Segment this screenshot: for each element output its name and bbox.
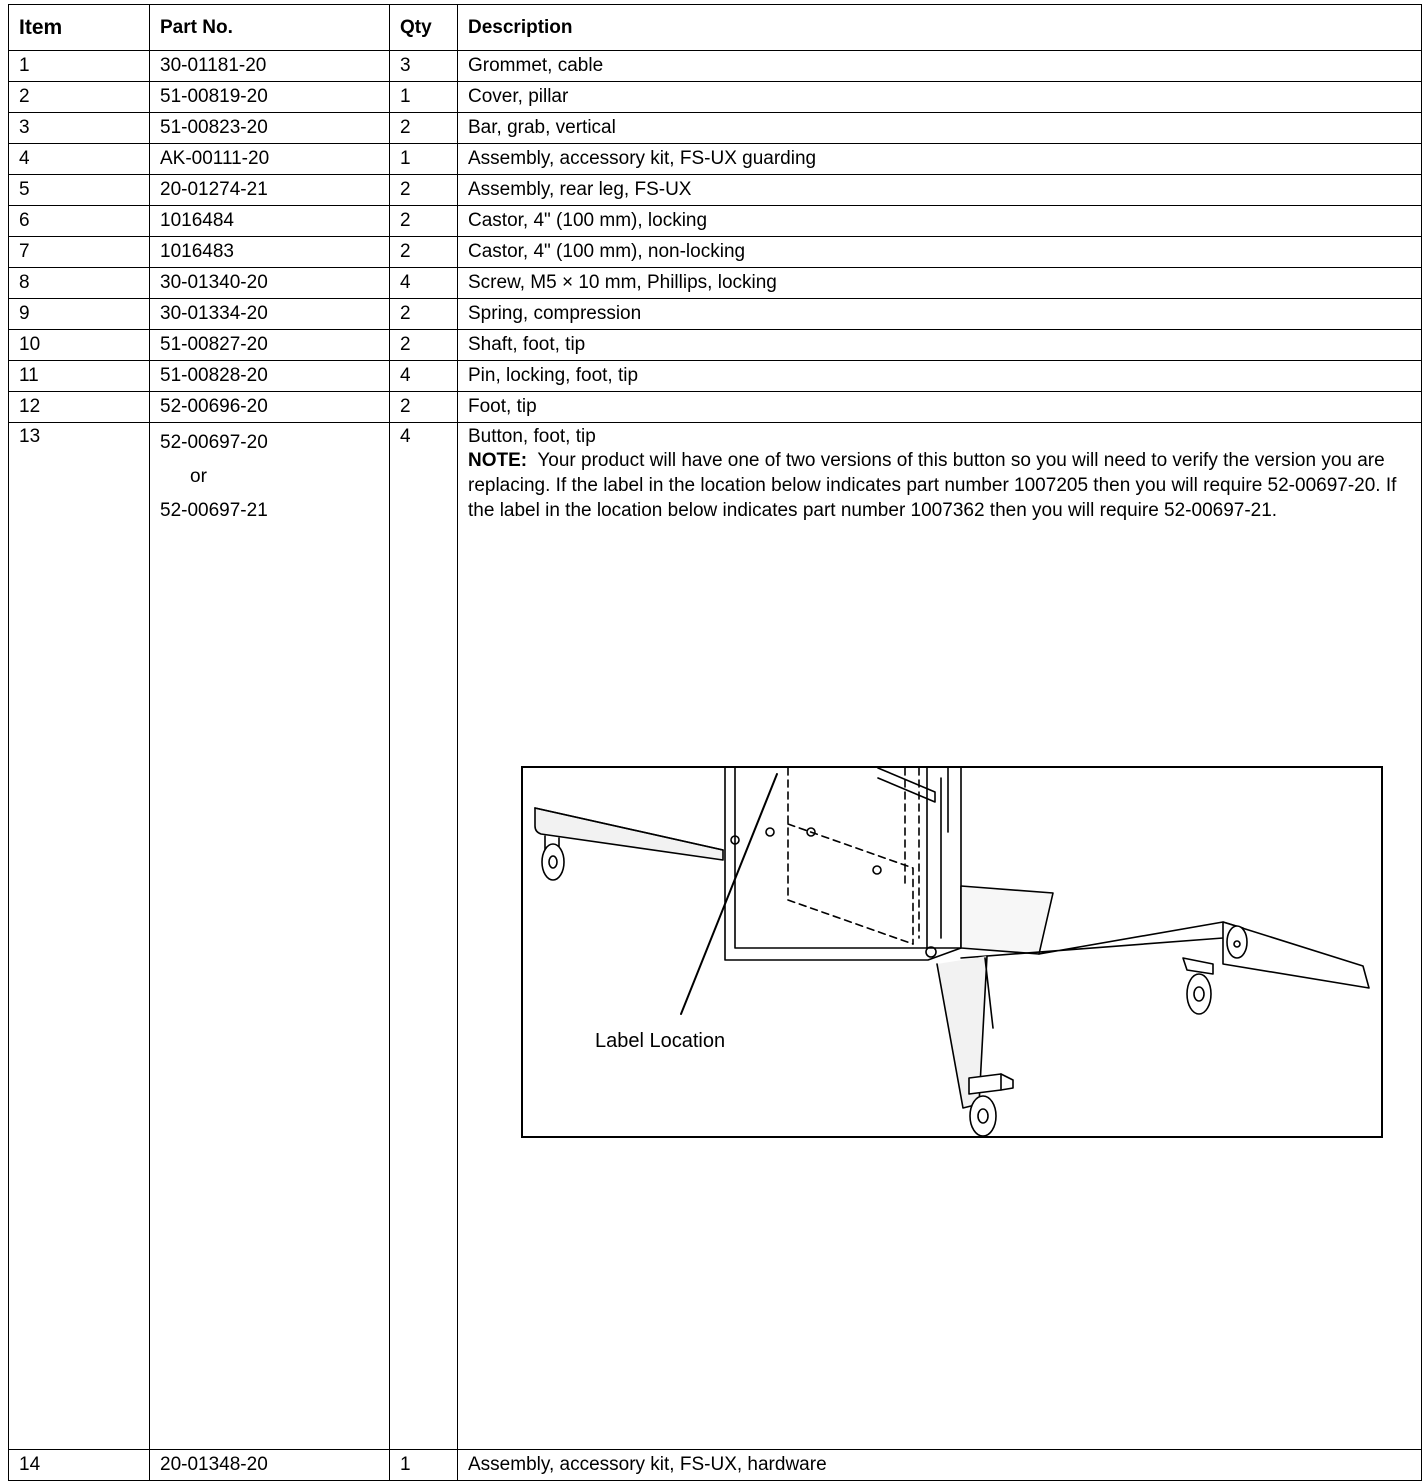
cell-qty: 2 [389,391,458,423]
cell-item: 12 [8,391,150,423]
or-text: or [190,466,207,487]
header-part-no: Part No. [149,4,390,51]
header-description: Description [457,4,1422,51]
cell-part-no: 52-00696-20 [149,391,390,423]
label-location-figure: Label Location [521,766,1383,1138]
header-row: Item Part No. Qty Description [8,4,1422,51]
cell-part-no: 30-01334-20 [149,298,390,330]
cell-item: 11 [8,360,150,392]
cell-item: 7 [8,236,150,268]
part-no-option-b: 52-00697-21 [160,500,268,521]
cell-item: 9 [8,298,150,330]
cell-part-no: 51-00828-20 [149,360,390,392]
cell-item: 1 [8,50,150,82]
cell-part-no: 30-01340-20 [149,267,390,299]
cell-item: 6 [8,205,150,237]
cell-description: Screw, M5 × 10 mm, Phillips, locking [457,267,1422,299]
description-text: Button, foot, tip [468,426,596,447]
cell-description: Castor, 4" (100 mm), locking [457,205,1422,237]
stand-base-illustration [534,768,1370,1136]
cell-description: Pin, locking, foot, tip [457,360,1422,392]
figure-label: Label Location [595,1030,726,1052]
cell-item: 2 [8,81,150,113]
cell-qty: 4 [389,360,458,392]
cell-part-no: 1016484 [149,205,390,237]
cell-description: Assembly, accessory kit, FS-UX guarding [457,143,1422,175]
note-label: NOTE: [468,450,528,471]
cell-description: Assembly, accessory kit, FS-UX, hardware [457,1449,1422,1481]
header-item: Item [8,4,150,51]
cell-description: Castor, 4" (100 mm), non-locking [457,236,1422,268]
cell-part-no: 51-00827-20 [149,329,390,361]
cell-item: 14 [8,1449,150,1481]
header-qty: Qty [389,4,458,51]
part-no-option-a: 52-00697-20 [160,432,268,453]
cell-item: 5 [8,174,150,206]
cell-qty: 2 [389,205,458,237]
cell-description: Shaft, foot, tip [457,329,1422,361]
cell-description: Foot, tip [457,391,1422,423]
cell-item: 10 [8,329,150,361]
cell-part-no: 20-01348-20 [149,1449,390,1481]
cell-qty: 1 [389,1449,458,1481]
cell-qty: 4 [389,267,458,299]
cell-part-no: 51-00819-20 [149,81,390,113]
cell-item: 3 [8,112,150,144]
cell-part-no: AK-00111-20 [149,143,390,175]
cell-item: 4 [8,143,150,175]
cell-qty: 1 [389,143,458,175]
cell-qty: 2 [389,112,458,144]
cell-item: 13 [8,422,150,1450]
cell-qty: 3 [389,50,458,82]
cell-description: Cover, pillar [457,81,1422,113]
cell-description: Bar, grab, vertical [457,112,1422,144]
cell-qty: 1 [389,81,458,113]
cell-qty: 2 [389,298,458,330]
cell-part-no: 1016483 [149,236,390,268]
cell-part-no: 30-01181-20 [149,50,390,82]
cell-qty: 4 [389,422,458,1450]
note-text: Your product will have one of two versio… [468,450,1397,521]
note-paragraph: NOTE: Your product will have one of two … [468,448,1421,523]
cell-description: Spring, compression [457,298,1422,330]
cell-description: Grommet, cable [457,50,1422,82]
cell-part-no-alternatives: 52-00697-20 or 52-00697-21 [149,422,390,1450]
cell-description: Assembly, rear leg, FS-UX [457,174,1422,206]
cell-qty: 2 [389,236,458,268]
cell-part-no: 51-00823-20 [149,112,390,144]
cell-part-no: 20-01274-21 [149,174,390,206]
cell-qty: 2 [389,329,458,361]
cell-qty: 2 [389,174,458,206]
cell-item: 8 [8,267,150,299]
